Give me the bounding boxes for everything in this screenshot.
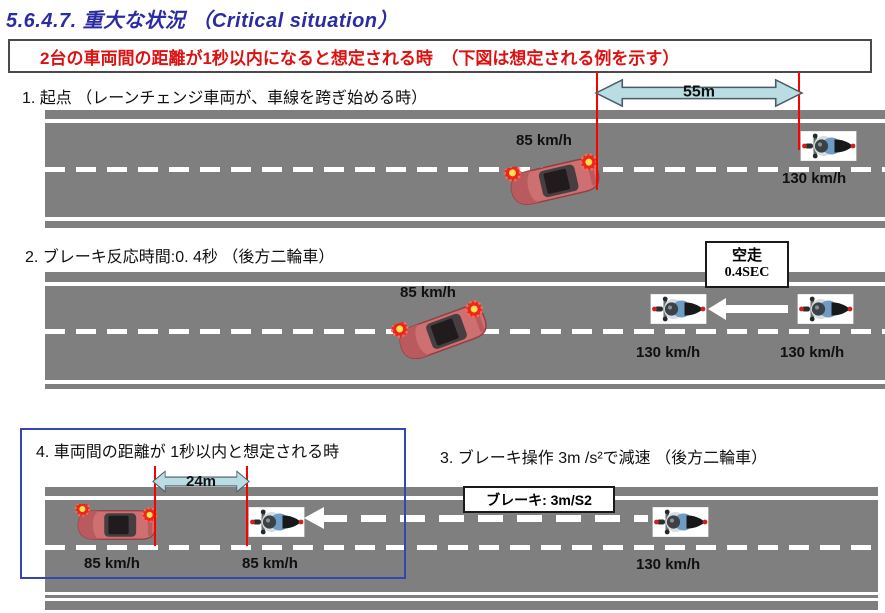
distance-24m-label: 24m (185, 472, 217, 490)
car-speed-s1: 85 km/h (516, 132, 572, 149)
motorcycle-icon-s2-rear (797, 294, 854, 324)
motion-arrow-s2 (724, 305, 788, 313)
measure-line-right-s1 (798, 72, 800, 150)
page-title: 5.6.4.7. 重大な状況 （Critical situation） (6, 10, 399, 32)
motorcycle-icon-s4 (248, 507, 305, 537)
brake-label: ブレーキ: 3m/S2 (486, 491, 592, 508)
road-section34 (45, 487, 878, 610)
road3-lane-divider (45, 545, 878, 550)
measure-line-left-s4 (154, 466, 156, 546)
brake-callout-box: ブレーキ: 3m/S2 (463, 486, 615, 513)
road3-bottom-edge-line2 (45, 598, 878, 601)
measure-line-right-s4 (246, 466, 248, 546)
road3-bottom-edge-line1 (45, 592, 878, 595)
car-icon-s4 (70, 504, 162, 546)
road1-lane-divider (45, 167, 885, 172)
road3-top-edge-line (45, 496, 878, 500)
distance-55m-label: 55m (682, 83, 716, 101)
motorcycle-speed-s1: 130 km/h (782, 170, 847, 187)
motorcycle-icon-s1 (800, 131, 857, 161)
road2-top-edge-line (45, 282, 885, 286)
distance-arrow-24m: 24m (152, 469, 250, 494)
free-run-callout-box: 空走 0.4SEC (705, 241, 789, 288)
motorcycle-rear-speed-s2: 130 km/h (780, 344, 845, 361)
motorcycle-front-speed-s2: 130 km/h (636, 344, 701, 361)
section2-label: 2. ブレーキ反応時間:0. 4秒 （後方二輪車） (25, 249, 335, 266)
motorcycle-speed-s3: 130 km/h (636, 556, 701, 573)
alert-banner: 2台の車両間の距離が1秒以内になると想定される時 （下図は想定される例を示す） (8, 39, 872, 73)
motorcycle-icon-s2-front (650, 294, 707, 324)
road2-bottom-edge-line (45, 380, 885, 384)
decel-motion-arrow-head-s3 (304, 507, 324, 529)
road-section1 (45, 110, 885, 228)
car-speed-s2: 85 km/h (400, 284, 456, 301)
alert-banner-text: 2台の車両間の距離が1秒以内になると想定される時 （下図は想定される例を示す） (40, 48, 680, 68)
section1-label: 1. 起点 （レーンチェンジ車両が、車線を跨ぎ始める時） (22, 90, 428, 107)
road1-bottom-edge-line (45, 217, 885, 221)
free-run-label: 空走 (731, 246, 762, 264)
motion-arrow-head-s2 (708, 298, 726, 320)
distance-arrow-55m: 55m (594, 77, 804, 109)
section3-label: 3. ブレーキ操作 3m /s²で減速 （後方二輪車） (440, 450, 768, 467)
road1-top-edge-line (45, 119, 885, 123)
decel-motion-arrow-s3 (322, 515, 648, 522)
car-speed-s4: 85 km/h (84, 555, 140, 572)
measure-line-left-s1 (596, 72, 598, 190)
motorcycle-icon-s3 (652, 507, 709, 537)
section4-label: 4. 車両間の距離が 1秒以内と想定される時 (36, 444, 340, 461)
motorcycle-speed-s4: 85 km/h (242, 555, 298, 572)
free-run-time-label: 0.4SEC (724, 265, 770, 281)
